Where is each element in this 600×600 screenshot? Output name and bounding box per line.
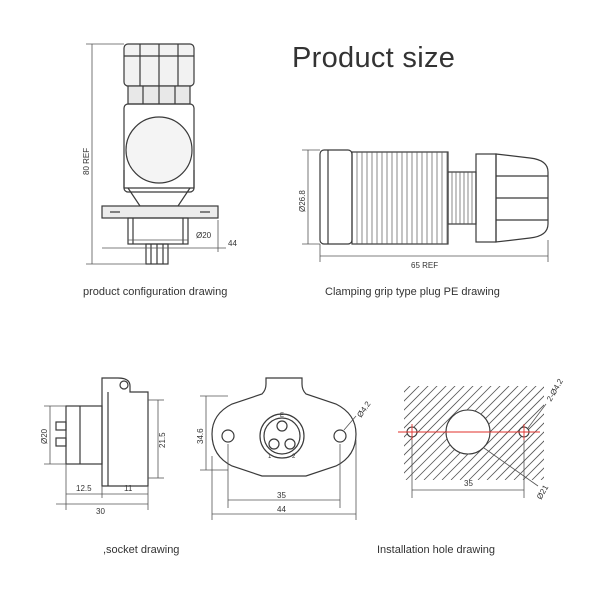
plug-caption: Clamping grip type plug PE drawing: [325, 286, 500, 298]
drawing-line: [414, 386, 510, 480]
drawing-line: [531, 467, 544, 480]
page-title: Product size: [292, 42, 456, 74]
install-dim-holes: 2-Ø4.2: [545, 377, 565, 403]
drawing-line: [405, 386, 501, 480]
plug-dim-length: 65 REF: [411, 261, 438, 270]
socket-dim-a: 12.5: [76, 484, 92, 493]
front-dim-pitch: 35: [277, 491, 286, 500]
pin-label-e: E: [280, 413, 284, 419]
socket-dim-b: 11: [124, 484, 133, 493]
pin-label-1: 1: [268, 454, 272, 460]
drawing-line: [404, 386, 438, 420]
drawing-line: [280, 380, 380, 480]
drawing-line: [504, 440, 544, 480]
drawing-line: [262, 380, 362, 480]
front-dim-height: 34.6: [196, 428, 205, 444]
drawing-line: [404, 386, 492, 474]
drawing-line: [404, 386, 420, 402]
drawing-line: [404, 386, 429, 411]
configuration-caption: product configuration drawing: [83, 286, 228, 298]
drawing-line: [486, 422, 544, 480]
socket-caption: ,socket drawing: [103, 544, 180, 556]
plug-dim-dia: Ø26.8: [298, 190, 307, 212]
drawing-line: [495, 431, 544, 480]
dim-44: 44: [228, 239, 237, 248]
drawing-line: [404, 386, 456, 438]
drawing-line: [244, 380, 344, 480]
drawing-line: [289, 380, 389, 480]
drawing-line: [559, 380, 600, 480]
drawing-line: [459, 395, 544, 480]
drawing-line: [404, 386, 483, 465]
drawing-line: [253, 380, 353, 480]
drawing-line: [450, 386, 544, 480]
socket-dim-total: 30: [96, 507, 105, 516]
install-caption: Installation hole drawing: [377, 544, 496, 556]
pin-label-2: 2: [292, 454, 296, 460]
dim-dia20: Ø20: [196, 231, 212, 240]
drawing-line: [441, 386, 537, 480]
front-dim-width: 44: [277, 505, 286, 514]
drawing-line: [432, 386, 528, 480]
drawing-line: [550, 380, 600, 480]
install-dim-pitch: 35: [464, 479, 473, 488]
dim-80ref: 80 REF: [82, 148, 91, 175]
drawing-line: [404, 386, 411, 393]
socket-dim-dia: Ø20: [40, 428, 49, 444]
drawing-line: [513, 449, 544, 480]
drawing-line: [404, 386, 474, 456]
drawing-line: [307, 380, 407, 480]
drawing-line: [522, 458, 544, 480]
drawing-line: [271, 380, 371, 480]
drawing-line: [298, 380, 398, 480]
socket-dim-height: 21.5: [158, 432, 167, 448]
drawing-line: [423, 386, 519, 480]
drawing-line: [404, 386, 465, 447]
drawing-line: [404, 386, 447, 429]
